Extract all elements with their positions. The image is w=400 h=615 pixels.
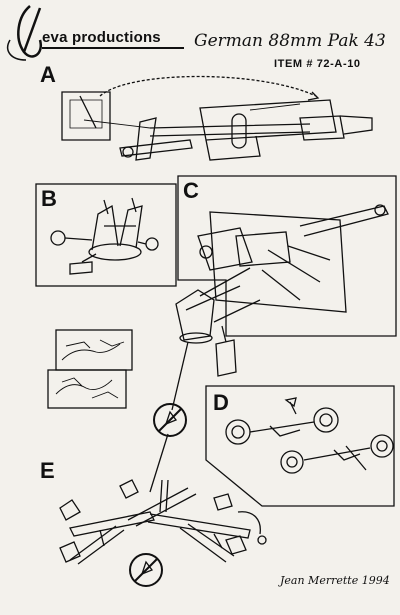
kit-title: German 88mm Pak 43 [194, 31, 386, 51]
item-number: ITEM # 72-A-10 [274, 58, 361, 70]
deva-logo [6, 5, 43, 61]
inset-panel-lower [47, 369, 127, 409]
brand-name: eva productions [42, 29, 161, 46]
signature: Jean Merrette 1994 [280, 574, 390, 587]
inset-hands-upper [61, 339, 125, 361]
no-glue-icon-upper [153, 403, 187, 437]
step-e-illustration [59, 479, 267, 565]
step-b-frame [35, 183, 177, 287]
step-label-c: C [183, 178, 199, 203]
connector-c-to-e [149, 341, 189, 493]
step-label-a: A [40, 62, 56, 87]
step-label-d: D [213, 390, 229, 415]
step-b-illustration [50, 197, 159, 275]
step-label-e: E [40, 458, 55, 483]
step-c-frame [177, 175, 397, 337]
step-d-illustration [225, 397, 394, 474]
step-c-illustration [175, 204, 389, 377]
step-a-illustration [61, 75, 373, 161]
inset-panel-upper [55, 329, 133, 371]
step-d-frame [205, 385, 395, 507]
no-glue-icon-lower [129, 553, 163, 587]
inset-hands-lower [55, 377, 119, 399]
step-label-b: B [41, 186, 57, 211]
